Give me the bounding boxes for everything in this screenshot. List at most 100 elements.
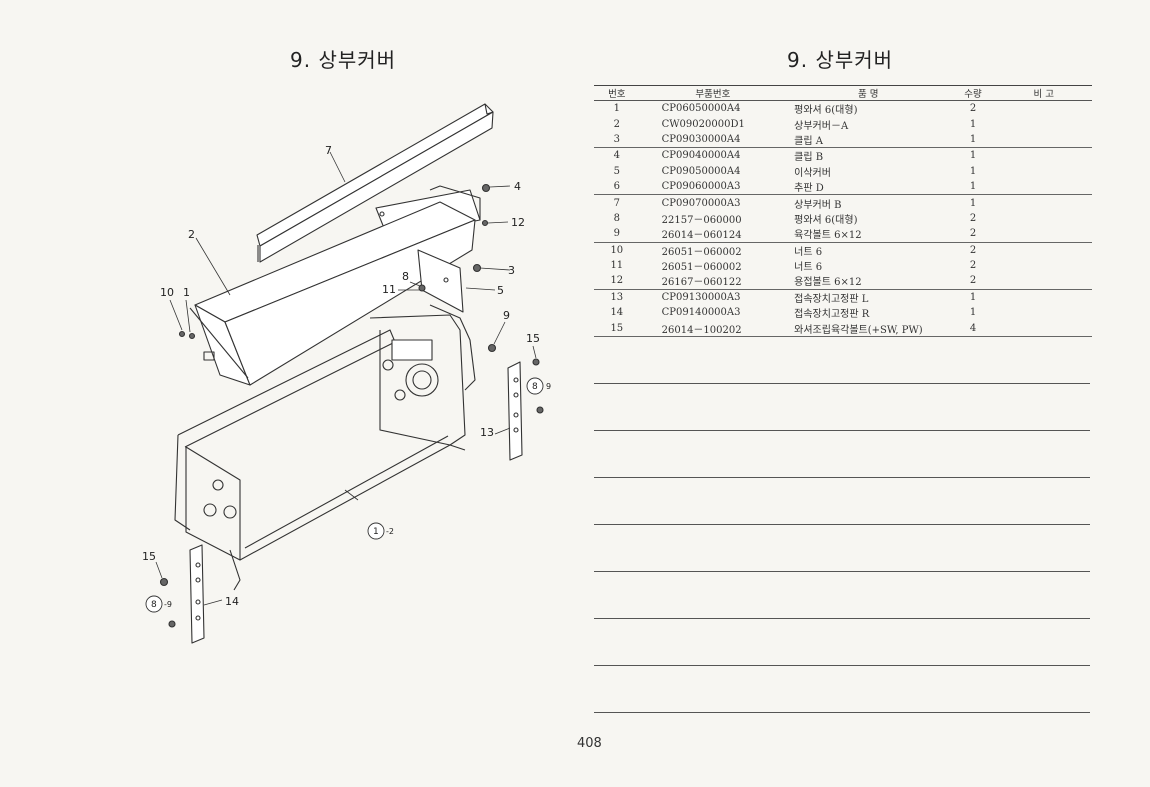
row-number: 9 bbox=[594, 226, 640, 243]
callout-10: 10 bbox=[160, 286, 174, 299]
circle-ref-8b: 8 bbox=[151, 600, 157, 610]
callout-15-top: 15 bbox=[526, 332, 540, 345]
callout-3: 3 bbox=[508, 264, 515, 277]
diagram-svg: 7 4 12 2 3 8 11 5 10 1 9 15 13 15 14 1 -… bbox=[142, 103, 551, 644]
row-number: 2 bbox=[613, 118, 620, 130]
part-number: CP09040000A4 bbox=[661, 150, 741, 162]
ear-cover-part bbox=[417, 249, 464, 313]
table-header-row: 번호 부품번호 품 명 수량 비 고 bbox=[594, 85, 1092, 101]
row-number: 5 bbox=[613, 165, 620, 177]
quantity: 1 bbox=[969, 291, 977, 303]
row-number: 8 bbox=[613, 212, 620, 224]
row-number: 7 bbox=[613, 197, 620, 209]
part-number: CP09070000A3 bbox=[661, 197, 741, 209]
remarks bbox=[996, 289, 1092, 305]
header-remarks: 비 고 bbox=[995, 85, 1092, 101]
callout-1: 1 bbox=[183, 286, 190, 299]
row-number: 13 bbox=[610, 291, 624, 303]
circle-ref-1: 1 bbox=[373, 527, 379, 537]
remarks bbox=[995, 178, 1092, 196]
part-name: 너트 6 bbox=[794, 246, 823, 258]
remarks bbox=[996, 164, 1092, 179]
part-number: CP09030000A4 bbox=[639, 131, 787, 149]
blank-entry-line bbox=[594, 665, 1090, 666]
quantity: 2 bbox=[969, 103, 977, 115]
callout-11: 11 bbox=[382, 283, 396, 296]
part-name: 평와셔 6(대형) bbox=[794, 214, 858, 226]
quantity: 1 bbox=[969, 118, 977, 130]
row-number: 12 bbox=[594, 273, 640, 290]
parts-list-table: 번호 부품번호 품 명 수량 비 고 1 CP06050000A4 평와셔 6(대형… bbox=[594, 85, 1092, 337]
quantity: 2 bbox=[950, 273, 996, 290]
page-title-left: 9. 상부커버 bbox=[290, 48, 397, 72]
part-number: CP09060000A3 bbox=[639, 178, 787, 196]
blank-entry-line bbox=[594, 618, 1090, 619]
header-part-number: 부품번호 bbox=[639, 85, 787, 101]
blank-entry-line bbox=[594, 712, 1090, 713]
part-number: CP09130000A3 bbox=[661, 291, 741, 303]
remarks bbox=[996, 305, 1092, 320]
part-name: 추판 D bbox=[786, 178, 951, 196]
remarks bbox=[995, 320, 1092, 337]
callout-9: 9 bbox=[503, 309, 510, 322]
callout-15-bottom: 15 bbox=[142, 550, 156, 563]
exploded-parts-diagram: 7 4 12 2 3 8 11 5 10 1 9 15 13 15 14 1 -… bbox=[130, 90, 580, 660]
part-name: 클립 B bbox=[794, 152, 824, 164]
quantity: 1 bbox=[950, 178, 996, 196]
part-name: 너트 6 bbox=[794, 262, 823, 274]
part-name: 접속장치고정판 L bbox=[794, 293, 869, 305]
table-row: 14 CP09140000A3 접속장치고정판 R 1 bbox=[594, 305, 1092, 320]
page-number: 408 bbox=[577, 736, 602, 751]
page-title-right: 9. 상부커버 bbox=[787, 48, 894, 72]
quantity: 1 bbox=[969, 150, 977, 162]
callout-5: 5 bbox=[497, 284, 504, 297]
part-name: 클립 A bbox=[786, 131, 951, 149]
upper-cover-a-part bbox=[189, 201, 476, 386]
row-number: 14 bbox=[610, 307, 624, 319]
main-frame bbox=[174, 304, 476, 591]
header-part-name: 품 명 bbox=[786, 85, 951, 101]
part-name: 평와셔 6(대형) bbox=[794, 105, 858, 117]
part-number: 26051－060002 bbox=[661, 246, 742, 258]
quantity: 2 bbox=[950, 226, 996, 243]
leader-lines bbox=[155, 151, 537, 606]
remarks bbox=[996, 101, 1092, 117]
row-number: 11 bbox=[610, 260, 624, 272]
circle-ref-8a-suffix: 9 bbox=[546, 382, 551, 391]
callout-12: 12 bbox=[511, 216, 525, 229]
circle-ref-8a: 8 bbox=[532, 382, 538, 392]
part-number: CP09140000A3 bbox=[661, 307, 741, 319]
part-number: CP06050000A4 bbox=[661, 103, 741, 115]
callout-2: 2 bbox=[188, 228, 195, 241]
part-number: CW09020000D1 bbox=[661, 118, 745, 130]
part-number: 26051－060002 bbox=[661, 262, 742, 274]
quantity: 1 bbox=[969, 307, 977, 319]
blank-entry-line bbox=[594, 524, 1090, 525]
callout-13: 13 bbox=[480, 426, 494, 439]
remarks bbox=[996, 116, 1092, 131]
table-row: 2 CW09020000D1 상부커버－A 1 bbox=[594, 116, 1092, 132]
blank-entry-line bbox=[594, 477, 1090, 478]
header-quantity: 수량 bbox=[950, 85, 996, 101]
header-number: 번호 bbox=[594, 85, 640, 101]
remarks bbox=[996, 258, 1092, 273]
part-number: 22157－060000 bbox=[661, 214, 742, 226]
blank-entry-line bbox=[594, 571, 1090, 572]
part-name: 육각볼트 6×12 bbox=[786, 226, 951, 243]
blank-entry-line bbox=[594, 430, 1090, 431]
part-number: CP09050000A4 bbox=[661, 165, 741, 177]
part-name: 상부커버－A bbox=[794, 120, 849, 132]
quantity: 2 bbox=[969, 212, 977, 224]
row-number: 15 bbox=[594, 320, 640, 337]
part-name: 접속장치고정판 R bbox=[794, 309, 870, 321]
blank-entry-line bbox=[594, 383, 1090, 384]
row-number: 3 bbox=[594, 131, 640, 149]
callout-14: 14 bbox=[225, 595, 239, 608]
